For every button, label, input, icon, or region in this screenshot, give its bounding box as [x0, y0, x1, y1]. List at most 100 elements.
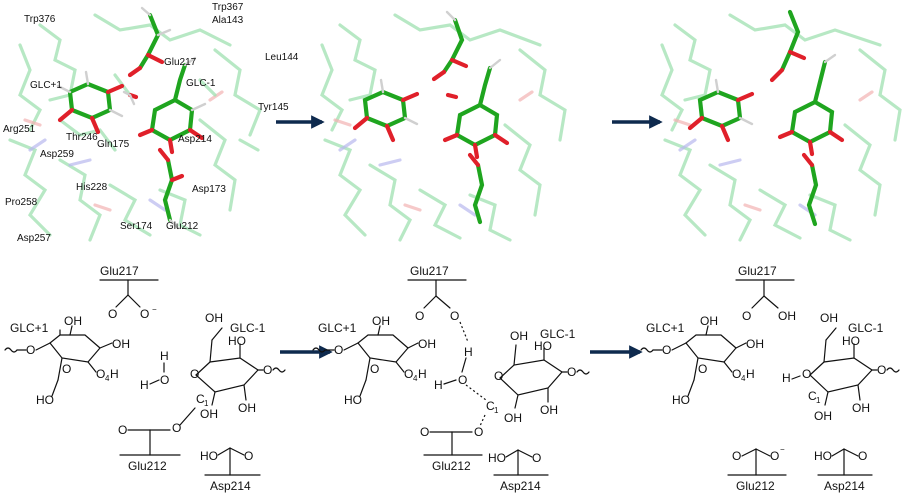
scheme1-glu217: Glu217 [100, 264, 139, 278]
label-glu217: Glu217 [164, 57, 197, 68]
svg-text:HO: HO [344, 393, 362, 407]
svg-text:HO: HO [672, 393, 690, 407]
svg-text:OH: OH [814, 409, 832, 423]
svg-text:O: O [858, 449, 867, 463]
svg-text:O: O [118, 423, 127, 437]
svg-text:HO: HO [534, 339, 552, 353]
label-trp376: Trp376 [24, 14, 56, 25]
glu217-sticks-3 [769, 9, 807, 83]
svg-text:H: H [464, 345, 473, 359]
scheme-state-2: Glu217 O O H O H GLC+1 O OH OH O 4 H O H… [312, 264, 590, 493]
glu217-sticks [127, 6, 172, 78]
svg-text:O: O [96, 367, 105, 381]
svg-text:O: O [108, 307, 117, 321]
svg-text:O: O [62, 362, 71, 376]
svg-text:O: O [567, 365, 576, 379]
svg-text:O: O [458, 373, 467, 387]
svg-text:HO: HO [36, 393, 54, 407]
svg-text:H: H [782, 371, 791, 385]
svg-text:O: O [802, 367, 811, 381]
svg-text:C: C [196, 392, 205, 406]
label-ala143: Ala143 [212, 15, 244, 26]
svg-text:OH: OH [64, 314, 82, 328]
svg-text:HO: HO [842, 334, 860, 348]
scheme1-glc-minus1: GLC-1 [230, 321, 266, 335]
scheme2-glc-minus1: GLC-1 [540, 327, 576, 341]
svg-text:H: H [434, 378, 443, 392]
svg-text:O: O [732, 449, 741, 463]
scheme-state-1: Glu217 O O − GLC+1 O OH OH O 4 H O HO H … [4, 264, 286, 493]
svg-text:O: O [877, 363, 886, 377]
svg-text:O: O [732, 367, 741, 381]
svg-text:OH: OH [418, 337, 436, 351]
svg-text:O: O [450, 309, 459, 323]
svg-text:4: 4 [413, 374, 418, 383]
glc-minus1-sticks [137, 56, 207, 155]
svg-text:H: H [110, 367, 119, 381]
label-glc-plus1: GLC+1 [30, 80, 62, 91]
md-snapshot-panel-2 [320, 10, 567, 242]
svg-text:HO: HO [228, 334, 246, 348]
glc-minus1-sticks-2 [442, 58, 510, 160]
scheme2-asp214: Asp214 [500, 479, 541, 493]
glu212-sticks [157, 147, 185, 230]
svg-text:O: O [172, 421, 181, 435]
scheme3-glu217: Glu217 [738, 264, 777, 278]
label-his228: His228 [76, 182, 108, 193]
scheme1-glc-plus1: GLC+1 [10, 321, 49, 335]
scheme2-glu212: Glu212 [432, 459, 471, 473]
label-asp214: Asp214 [178, 134, 212, 145]
scheme1-asp214: Asp214 [210, 479, 251, 493]
md-snapshot-panel-3 [660, 9, 902, 242]
label-asp259: Asp259 [40, 149, 74, 160]
glu212-sticks-3 [801, 152, 819, 227]
svg-text:H: H [140, 378, 149, 392]
svg-text:OH: OH [700, 314, 718, 328]
scheme3-glc-minus1: GLC-1 [848, 321, 884, 335]
svg-text:HO: HO [488, 451, 506, 465]
svg-text:O: O [404, 367, 413, 381]
svg-text:H: H [418, 367, 427, 381]
svg-text:OH: OH [778, 309, 796, 323]
svg-text:4: 4 [741, 374, 746, 383]
glc-plus1-sticks-2 [352, 78, 420, 143]
label-thr246: Thr246 [66, 132, 98, 143]
glc-plus1-sticks [56, 70, 125, 135]
label-glu212: Glu212 [166, 221, 199, 232]
scheme2-glc-plus1: GLC+1 [318, 321, 357, 335]
svg-text:HO: HO [200, 449, 218, 463]
svg-text:O: O [334, 343, 343, 357]
glu212-sticks-2 [467, 152, 485, 225]
svg-text:1: 1 [204, 399, 209, 408]
label-leu144: Leu144 [265, 52, 299, 63]
scheme-state-3: Glu217 O OH GLC+1 O OH OH O 4 H O HO GLC… [640, 264, 900, 493]
svg-text:O: O [698, 362, 707, 376]
scheme2-glu217: Glu217 [410, 264, 449, 278]
svg-text:OH: OH [820, 311, 838, 325]
svg-text:O: O [770, 449, 779, 463]
label-tyr145: Tyr145 [258, 102, 289, 113]
protein-ghost-sticks-3 [660, 13, 902, 242]
svg-text:4: 4 [105, 374, 110, 383]
svg-text:1: 1 [494, 406, 499, 415]
label-ser174: Ser174 [120, 221, 153, 232]
svg-text:O: O [244, 449, 253, 463]
label-asp257: Asp257 [17, 233, 51, 244]
svg-text:H: H [160, 349, 169, 363]
svg-text:HO: HO [814, 449, 832, 463]
svg-text:O: O [662, 343, 671, 357]
svg-text:O: O [420, 425, 429, 439]
label-asp173: Asp173 [192, 184, 226, 195]
glu217-sticks-2 [431, 10, 469, 82]
svg-text:O: O [26, 343, 35, 357]
scheme1-glu212: Glu212 [128, 459, 167, 473]
scheme3-glc-plus1: GLC+1 [646, 321, 685, 335]
svg-text:O: O [190, 367, 199, 381]
svg-text:O: O [160, 373, 169, 387]
svg-text:OH: OH [112, 337, 130, 351]
svg-text:OH: OH [746, 337, 764, 351]
scheme3-glu212: Glu212 [736, 479, 775, 493]
svg-text:OH: OH [504, 411, 522, 425]
svg-text:OH: OH [852, 401, 870, 415]
